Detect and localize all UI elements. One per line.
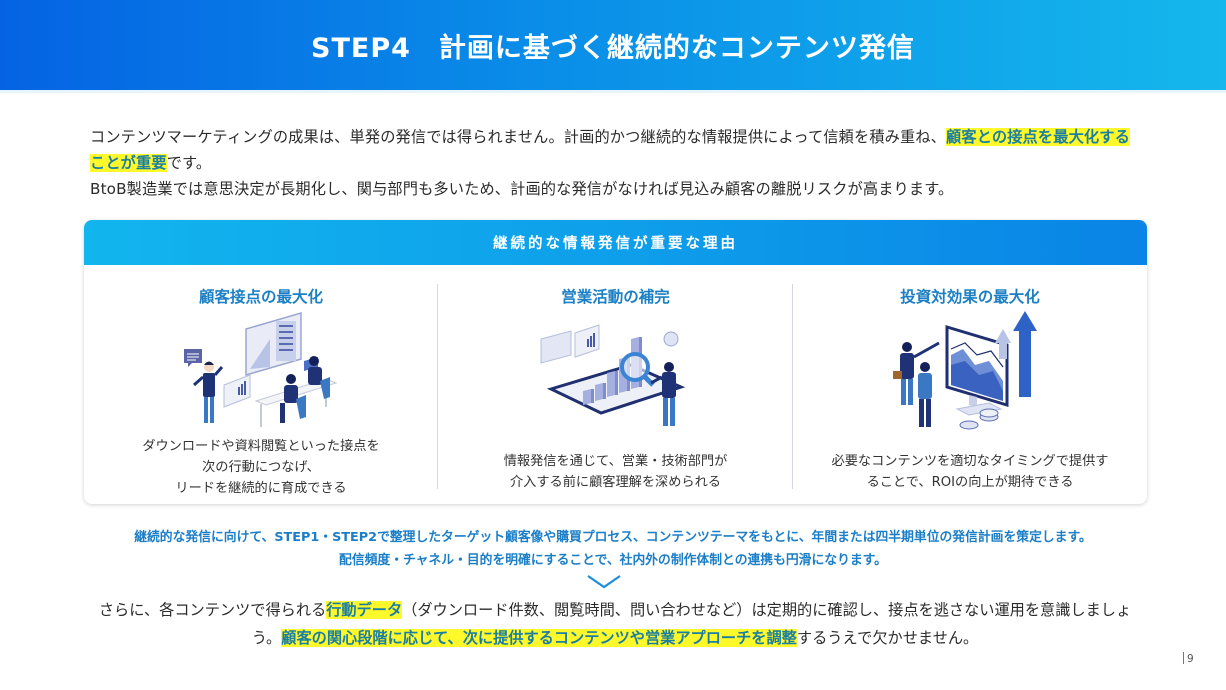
reason-description: ダウンロードや資料閲覧といった接点を 次の行動につなげ、 リードを継続的に育成で…	[84, 436, 438, 499]
plan-paragraph: 継続的な発信に向けて、STEP1・STEP2で整理したターゲット顧客像や購買プロ…	[90, 526, 1136, 572]
column-divider	[437, 284, 438, 489]
reason-description: 必要なコンテンツを適切なタイミングで提供す ることで、ROIの向上が期待できる	[793, 451, 1147, 493]
chevron-down-icon	[587, 575, 621, 589]
intro-line2: BtoB製造業では意思決定が長期化し、関与部門も多いため、計画的な発信がなければ…	[90, 180, 954, 198]
title-underline	[0, 90, 1226, 93]
reasons-card: 継続的な情報発信が重要な理由 顧客接点の最大化	[84, 220, 1147, 504]
intro-text-end: です。	[166, 154, 212, 172]
reason-column-roi: 投資対効果の最大化	[793, 265, 1147, 504]
page-title: STEP4 計画に基づく継続的なコンテンツ発信	[311, 32, 915, 64]
reason-title: 顧客接点の最大化	[198, 288, 323, 306]
closing-text: （ダウンロード件数、閲覧時間、問い合わせなど）は定期的に確認し、接点を逃さない運…	[251, 601, 1132, 647]
desc-line: ダウンロードや資料閲覧といった接点を	[142, 439, 380, 454]
plan-line2: 配信頻度・チャネル・目的を明確にすることで、社内外の制作体制との連携も円滑になり…	[339, 553, 887, 568]
page-number-value: 9	[1187, 653, 1194, 665]
desc-line: 情報発信を通じて、営業・技術部門が	[503, 454, 728, 469]
desc-line: 必要なコンテンツを適切なタイミングで提供す	[831, 454, 1109, 469]
reason-title: 営業活動の補完	[561, 288, 670, 306]
desc-line: 介入する前に顧客理解を深められる	[510, 475, 721, 490]
intro-text: コンテンツマーケティングの成果は、単発の発信では得られません。計画的かつ継続的な…	[90, 128, 947, 146]
desc-line: ることで、ROIの向上が期待できる	[866, 475, 1074, 490]
page-number-bar	[1183, 652, 1184, 664]
reason-title: 投資対効果の最大化	[900, 288, 1040, 306]
column-divider	[792, 284, 793, 489]
reasons-card-header: 継続的な情報発信が重要な理由	[84, 220, 1147, 265]
presentation-meeting-illustration	[184, 312, 338, 427]
roi-growth-monitor-illustration	[893, 311, 1037, 430]
desc-line: 次の行動につなげ、	[202, 460, 320, 475]
closing-text: さらに、各コンテンツで得られる	[98, 601, 327, 619]
reason-column-customer-touchpoints: 顧客接点の最大化	[84, 265, 438, 504]
closing-text: するうえで欠かせません。	[796, 629, 979, 647]
page-number: 9	[1183, 652, 1194, 665]
title-bar: STEP4 計画に基づく継続的なコンテンツ発信	[0, 0, 1226, 90]
intro-paragraph: コンテンツマーケティングの成果は、単発の発信では得られません。計画的かつ継続的な…	[90, 124, 1140, 202]
closing-highlight-adjust: 顧客の関心段階に応じて、次に提供するコンテンツや営業アプローチを調整	[281, 629, 797, 647]
data-analysis-magnifier-illustration	[540, 324, 685, 426]
plan-line1: 継続的な発信に向けて、STEP1・STEP2で整理したターゲット顧客像や購買プロ…	[134, 530, 1092, 545]
closing-paragraph: さらに、各コンテンツで得られる行動データ（ダウンロード件数、閲覧時間、問い合わせ…	[90, 596, 1140, 652]
reason-description: 情報発信を通じて、営業・技術部門が 介入する前に顧客理解を深められる	[438, 451, 793, 493]
desc-line: リードを継続的に育成できる	[175, 481, 347, 496]
closing-highlight-behavior-data: 行動データ	[326, 601, 403, 619]
reason-column-sales-support: 営業活動の補完	[438, 265, 793, 504]
